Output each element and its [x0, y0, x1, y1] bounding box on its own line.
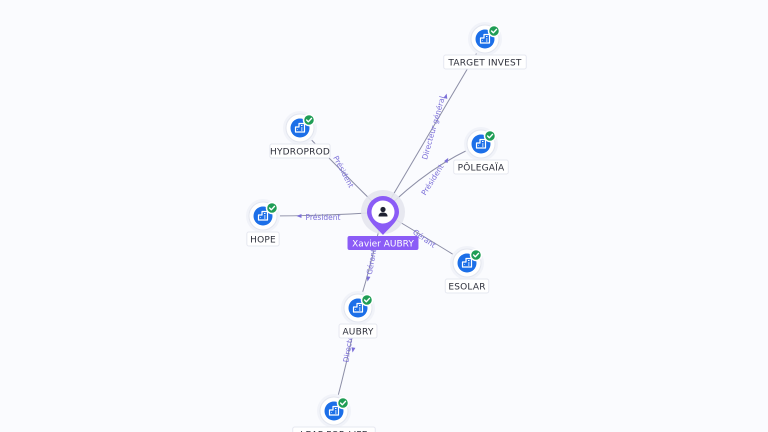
relation-arrow-icon	[296, 214, 302, 218]
verified-check-icon	[487, 24, 501, 38]
company-name: PÔLEGAÏA	[458, 162, 505, 174]
verified-check-icon	[336, 396, 350, 410]
relation-label: Président	[331, 154, 355, 189]
company-label-box	[246, 231, 280, 247]
relation-label: Président	[306, 213, 341, 222]
company-label-box	[338, 323, 378, 339]
verified-check-icon	[483, 129, 497, 143]
company-node-aubry[interactable]: AUBRY	[338, 291, 378, 339]
relation-label: Président	[419, 162, 445, 196]
person-label-box	[347, 236, 419, 250]
person-icon	[378, 206, 388, 217]
company-label-box	[269, 143, 331, 159]
person-name: Xavier AUBRY	[352, 240, 414, 250]
company-name: HOPE	[250, 236, 276, 246]
company-node-hope[interactable]: HOPE	[246, 199, 280, 247]
company-name: TARGET INVEST	[447, 59, 522, 69]
relation-arrow-icon	[351, 347, 356, 353]
relation-arrow-icon	[443, 93, 448, 99]
company-name: ESOLAR	[448, 283, 485, 293]
company-name: LEAF FOR LIFE	[300, 431, 368, 432]
relation-label: Directeur général	[420, 95, 447, 161]
company-name: HYDROPROD	[270, 148, 330, 158]
verified-check-icon	[302, 113, 316, 127]
company-label-box	[292, 426, 376, 432]
nodes-layer: TARGET INVEST HYDROPROD PÔLEGAÏA HOPE ESOLAR…	[246, 22, 527, 432]
company-name: AUBRY	[342, 328, 373, 338]
company-label-box	[443, 54, 527, 70]
company-node-esolar[interactable]: ESOLAR	[444, 246, 490, 294]
company-label-box	[444, 278, 490, 294]
verified-check-icon	[469, 248, 483, 262]
company-node-target-invest[interactable]: TARGET INVEST	[443, 22, 527, 70]
relation-arrow-icon	[444, 157, 449, 164]
verified-check-icon	[265, 201, 279, 215]
relation-arrow-icon	[366, 276, 371, 282]
verified-check-icon	[360, 293, 374, 307]
company-node-polegaia[interactable]: PÔLEGAÏA	[453, 127, 509, 175]
company-node-leaf-for-life[interactable]: LEAF FOR LIFE	[292, 394, 376, 432]
person-node-center[interactable]: Xavier AUBRY	[347, 190, 419, 250]
company-node-hydroprod[interactable]: HYDROPROD	[269, 111, 331, 159]
company-label-box	[453, 159, 509, 175]
relation-label: Gérant	[365, 248, 378, 275]
